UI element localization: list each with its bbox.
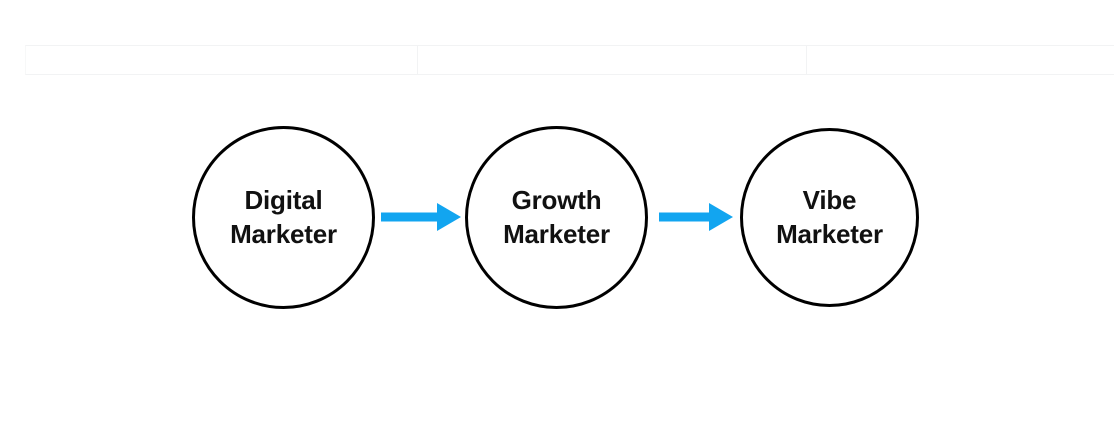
node-vibe-marketer-label: Vibe Marketer xyxy=(776,184,883,249)
empty-table-row xyxy=(25,45,1114,75)
node-digital-marketer[interactable]: Digital Marketer xyxy=(192,126,375,309)
table-cell-2 xyxy=(418,46,808,74)
node-digital-marketer-label: Digital Marketer xyxy=(230,184,337,249)
node-vibe-marketer[interactable]: Vibe Marketer xyxy=(740,128,919,307)
node-growth-marketer-label: Growth Marketer xyxy=(503,184,610,249)
table-cell-1 xyxy=(26,46,418,74)
arrow-right-icon xyxy=(381,200,463,234)
arrow-right-icon xyxy=(659,200,735,234)
node-growth-marketer[interactable]: Growth Marketer xyxy=(465,126,648,309)
